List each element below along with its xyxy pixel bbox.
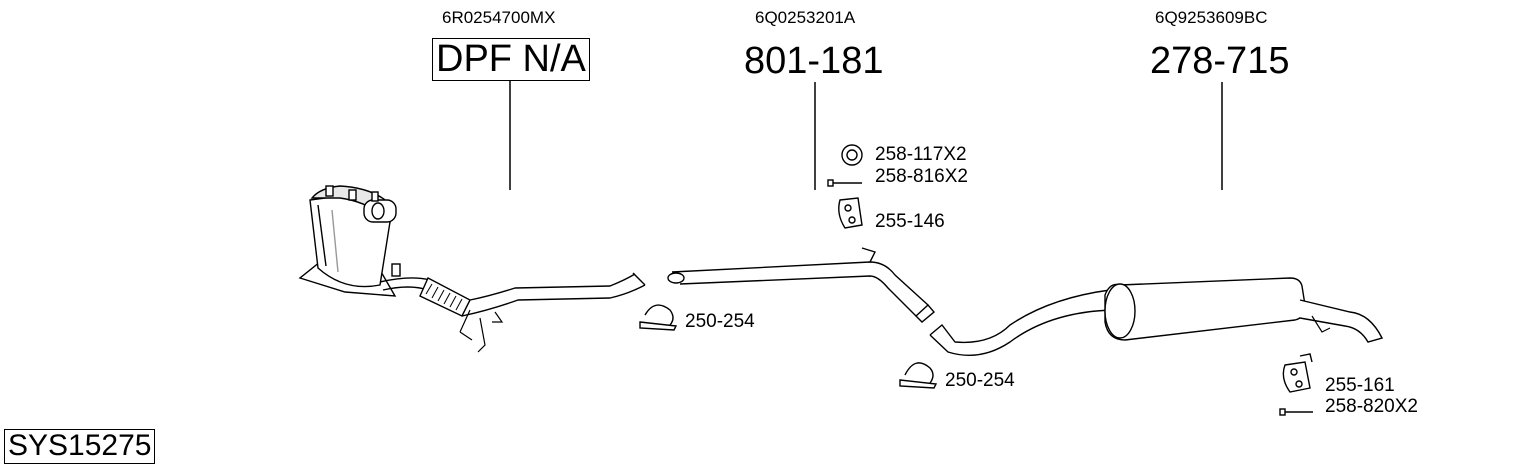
bolt-icon bbox=[827, 179, 862, 187]
accessory-bolt-front-label[interactable]: 258-816X2 bbox=[875, 166, 968, 187]
accessory-hanger-front-label[interactable]: 255-146 bbox=[875, 211, 945, 232]
dpf-unit[interactable] bbox=[298, 185, 646, 353]
part-number-rear-silencer[interactable]: 278-715 bbox=[1150, 40, 1290, 82]
accessory-bolt-rear-label[interactable]: 258-820X2 bbox=[1325, 396, 1418, 417]
bolt-icon bbox=[1279, 408, 1313, 416]
rear-silencer[interactable] bbox=[929, 277, 1384, 357]
accessory-clamp-1-label[interactable]: 250-254 bbox=[685, 311, 755, 332]
oe-number-front-pipe: 6Q0253201A bbox=[755, 8, 856, 27]
accessory-hanger-rear-label[interactable]: 255-161 bbox=[1325, 375, 1395, 396]
oe-number-dpf: 6R0254700MX bbox=[442, 8, 556, 27]
gasket-ring-icon bbox=[841, 144, 863, 166]
part-number-dpf[interactable]: DPF N/A bbox=[432, 38, 590, 81]
oe-number-rear-silencer: 6Q9253609BC bbox=[1155, 8, 1268, 27]
part-number-front-pipe[interactable]: 801-181 bbox=[744, 40, 884, 82]
front-pipe[interactable] bbox=[667, 247, 935, 323]
clamp-icon bbox=[899, 362, 938, 389]
clamp-icon bbox=[639, 304, 678, 331]
accessory-clamp-2-label[interactable]: 250-254 bbox=[945, 370, 1015, 391]
rubber-hanger-icon bbox=[1282, 353, 1313, 393]
rubber-hanger-icon bbox=[838, 197, 863, 229]
accessory-gasket-label[interactable]: 258-117X2 bbox=[875, 144, 967, 165]
system-code: SYS15275 bbox=[4, 429, 156, 464]
